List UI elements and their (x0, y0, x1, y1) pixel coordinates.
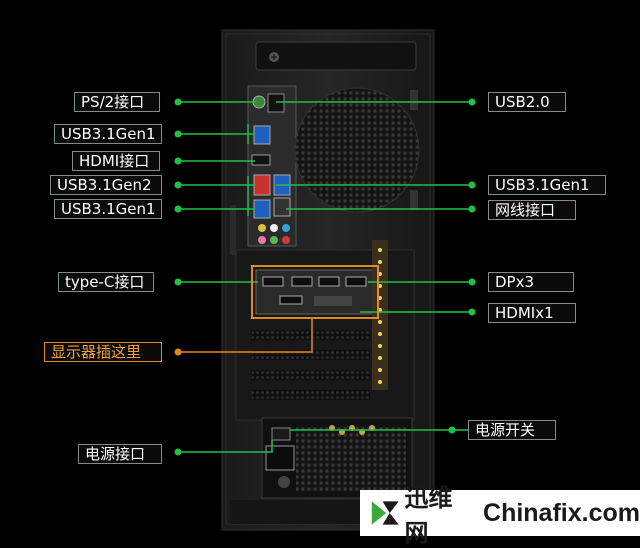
watermark-cn-text: 迅维网 (404, 484, 453, 547)
display-output-highlight (251, 265, 379, 319)
usb31gen1-ports (253, 125, 271, 145)
label-hdmi-port: HDMI接口 (72, 151, 160, 171)
label-ps2-port: PS/2接口 (74, 92, 160, 112)
pc-rear-photo: PS/2接口 USB3.1Gen1 HDMI接口 USB3.1Gen2 USB3… (44, 29, 640, 547)
pc-case-illustration (174, 29, 476, 531)
label-dp-ports: DPx3 (488, 272, 574, 292)
label-power-switch: 电源开关 (468, 420, 556, 440)
chinafix-logo-icon (371, 501, 399, 525)
label-usb31gen1-bottom: USB3.1Gen1 (54, 199, 162, 219)
label-ethernet-port: 网线接口 (488, 200, 576, 220)
label-usb31gen1-right: USB3.1Gen1 (488, 175, 606, 195)
label-power-port: 电源接口 (78, 444, 162, 464)
label-usb20: USB2.0 (488, 92, 566, 112)
io-shield (247, 85, 297, 247)
label-hdmi-gpu: HDMIx1 (488, 303, 576, 323)
chinafix-watermark: 迅维网 Chinafix.com (360, 484, 640, 547)
label-usb31gen2: USB3.1Gen2 (50, 175, 162, 195)
label-usb31gen1-top: USB3.1Gen1 (54, 124, 162, 144)
watermark-en-text: Chinafix.com (483, 498, 640, 527)
rear-fan-grill (294, 87, 420, 213)
hdmi-port (251, 154, 271, 166)
usb31gen2-ports (253, 174, 271, 196)
label-typec-port: type-C接口 (58, 272, 154, 292)
label-display-plug-here: 显示器插这里 (44, 342, 162, 362)
